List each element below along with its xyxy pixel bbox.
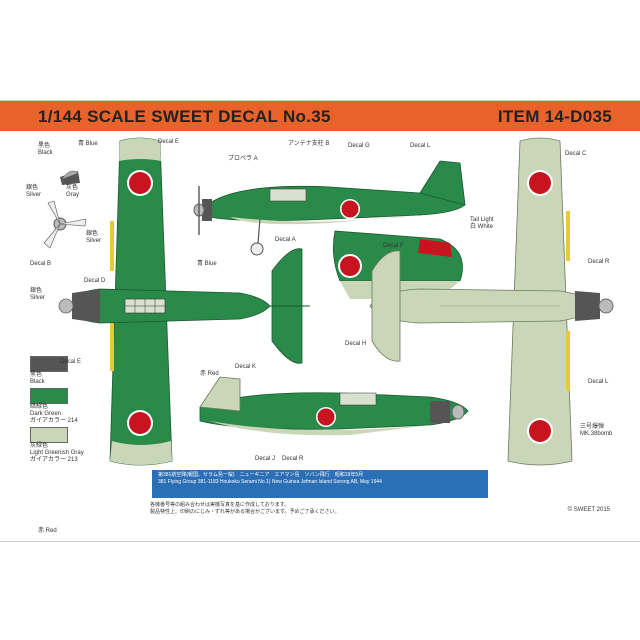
label-taillight: Tail Light (470, 217, 494, 223)
caption-line-en: 381 Flying Group 381-1183 Houkoku Serami… (158, 479, 382, 485)
label-black-spinner-jp: 黒色 (38, 143, 51, 149)
label-red-mid: 赤 Red (200, 371, 219, 377)
label-decal-r: Decal R (588, 259, 610, 265)
label-decal-c: Decal C (565, 151, 587, 157)
label-blue-mid: 青 Blue (197, 261, 217, 267)
title-bar: 1/144 SCALE SWEET DECAL No.35 ITEM 14-D0… (0, 101, 640, 131)
sheet-title: 1/144 SCALE SWEET DECAL No.35 (38, 107, 331, 126)
label-decal-d: Decal D (84, 278, 106, 284)
propeller-detail (43, 200, 87, 249)
label-decal-e2: Decal E (60, 359, 82, 365)
label-gray-jp: 灰色 (66, 185, 79, 191)
side-view-upper (193, 160, 466, 256)
note-line-1: 各機番号等の組み合わせは実機写真を基に作成しております。 (150, 502, 290, 508)
label-decal-a: Decal A (275, 237, 296, 243)
dark-green-code: ガイアカラー 214 (30, 418, 78, 424)
note-line-2: 製品特性上、印刷のにじみ・ずれ等がある場合がございます。予めご了承ください。 (150, 509, 340, 515)
label-decal-l2: Decal L (588, 379, 609, 385)
black-label-en: Black (30, 379, 45, 385)
note: 各機番号等の組み合わせは実機写真を基に作成しております。 製品特性上、印刷のにじ… (150, 502, 490, 516)
top-view-aircraft (58, 137, 310, 466)
label-silver-jp: 銀色 (26, 185, 39, 191)
label-decal-r2: Decal R (282, 456, 304, 462)
black-label-jp: 黒色 (30, 372, 43, 378)
label-silver3-en: Silver (30, 295, 46, 301)
light-gray-label-en: Light Greenish Gray (30, 450, 84, 456)
caption-box: 第381航空隊(報国、セラム島一桜) ニューギニア エアマン島 ソバン飛行 昭和… (152, 470, 488, 498)
label-decal-l: Decal L (410, 143, 431, 149)
label-decal-g: Decal G (348, 143, 370, 149)
label-silver-en: Silver (26, 192, 42, 198)
label-silver2-jp: 銀色 (86, 231, 99, 237)
copyright: © SWEET 2015 (567, 507, 610, 513)
dark-green-label-en: Dark Green (30, 411, 62, 417)
label-pitot: 三号爆弾 (580, 424, 605, 430)
label-decal-f: Decal F (383, 243, 404, 249)
label-decal-k: Decal K (235, 364, 257, 370)
label-decal-h: Decal H (345, 341, 367, 347)
dark-green-swatch (30, 388, 68, 404)
label-black-spinner-en: Black (38, 150, 53, 156)
label-gray-en: Gray (66, 192, 80, 198)
red-label: 赤 Red (38, 528, 57, 534)
light-gray-code: ガイアカラー 213 (30, 457, 78, 463)
item-number: ITEM 14-D035 (497, 107, 612, 126)
bottom-view-aircraft (369, 137, 614, 466)
label-decal-b: Decal B (30, 261, 52, 267)
label-silver3-jp: 銀色 (30, 288, 43, 294)
decal-sheet: 1/144 SCALE SWEET DECAL No.35 ITEM 14-D0… (0, 100, 640, 542)
dark-green-label-jp: 暗緑色 (30, 404, 49, 410)
spinner-detail (60, 170, 80, 185)
aircraft-artwork (43, 137, 614, 466)
label-decal-j: Decal J (255, 456, 276, 462)
label-antenna: アンテナ支柱 B (288, 141, 330, 147)
side-view-lower (199, 376, 469, 436)
black-swatch (30, 356, 68, 372)
label-taillight2: 白 White (470, 224, 494, 230)
label-propeller: プロペラ A (228, 156, 258, 162)
label-pitot2: MK.38bomb (580, 431, 613, 437)
label-decal-e: Decal E (158, 139, 180, 145)
label-blue-top: 青 Blue (78, 141, 98, 147)
label-silver2-en: Silver (86, 238, 102, 244)
light-gray-label-jp: 灰緑色 (30, 443, 49, 449)
light-gray-swatch (30, 427, 68, 443)
caption-line-jp: 第381航空隊(報国、セラム島一桜) ニューギニア エアマン島 ソバン飛行 昭和… (158, 472, 364, 478)
